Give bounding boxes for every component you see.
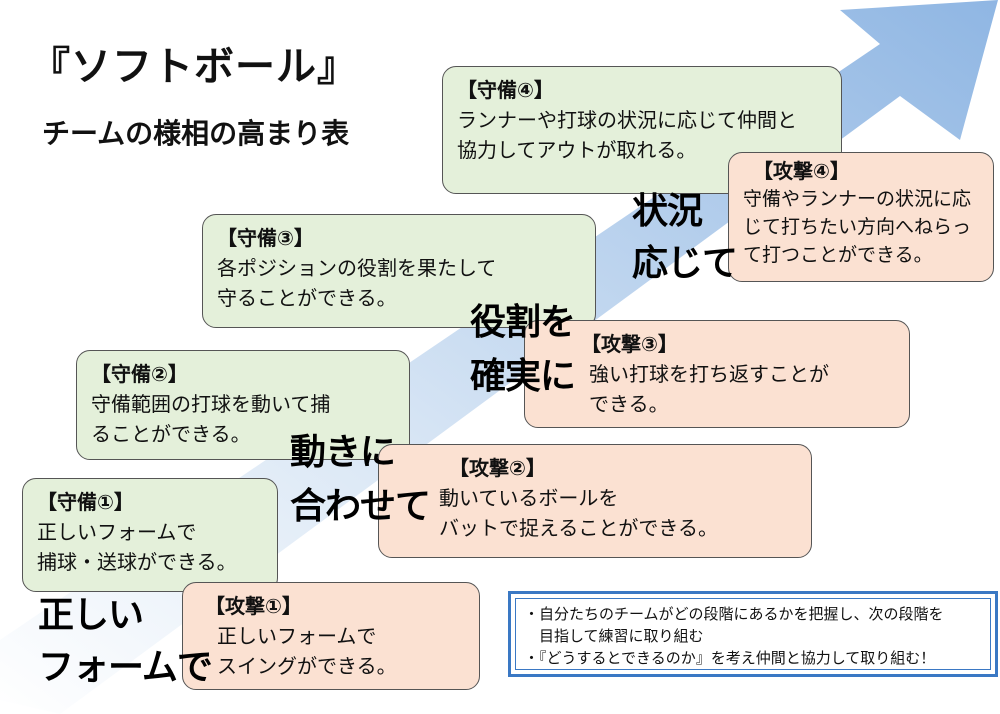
defense-4-heading: 【守備④】 [457, 78, 554, 102]
defense-3-heading: 【守備③】 [217, 226, 314, 250]
step-label-3: 役割を 確実に [470, 302, 576, 397]
note-line-1: ・自分たちのチームがどの段階にあるかを把握し、次の段階を 目指して練習に取り組む [524, 605, 944, 645]
attack-1-heading: 【攻撃①】 [205, 594, 302, 618]
page-title: 『ソフトボール』 [30, 44, 358, 90]
step-label-1: 正しい フォームで [38, 595, 213, 688]
attack-4-heading: 【攻撃④】 [753, 159, 850, 183]
step-label-4: 状況 応じて [632, 191, 738, 284]
attack-1-text: 正しいフォームで スイングができる。 [217, 624, 397, 678]
note-line-2: ・『どうするとできるのか』を考え仲間と協力して取り組む！ [524, 649, 936, 667]
defense-3-text: 各ポジションの役割を果たして 守ることができる。 [217, 256, 497, 310]
attack-3-heading: 【攻撃③】 [581, 332, 678, 356]
note-box: ・自分たちのチームがどの段階にあるかを把握し、次の段階を 目指して練習に取り組む… [508, 591, 998, 677]
attack-4-text: 守備やランナーの状況に応 じて打ちたい方向へねらっ て打つことができる。 [743, 188, 972, 266]
attack-2-heading: 【攻撃②】 [449, 456, 546, 480]
attack-2-text: 動いているボールを バットで捉えることができる。 [439, 486, 718, 540]
defense-2-heading: 【守備②】 [91, 362, 188, 386]
defense-box-1: 【守備①】 正しいフォームで 捕球・送球ができる。 [22, 478, 278, 592]
step-label-2: 動きに 合わせて [290, 432, 431, 527]
defense-box-3: 【守備③】 各ポジションの役割を果たして 守ることができる。 [202, 214, 596, 328]
attack-box-4: 【攻撃④】 守備やランナーの状況に応 じて打ちたい方向へねらっ て打つことができ… [728, 152, 994, 282]
defense-1-text: 正しいフォームで 捕球・送球ができる。 [37, 520, 237, 574]
page-subtitle: チームの様相の高まり表 [42, 117, 350, 150]
defense-2-text: 守備範囲の打球を動いて捕 ることができる。 [91, 392, 331, 446]
defense-box-2: 【守備②】 守備範囲の打球を動いて捕 ることができる。 [76, 350, 410, 460]
attack-3-text: 強い打球を打ち返すことが できる。 [589, 362, 829, 416]
defense-1-heading: 【守備①】 [37, 490, 134, 514]
attack-box-2: 【攻撃②】 動いているボールを バットで捉えることができる。 [378, 444, 812, 558]
attack-box-3: 【攻撃③】 強い打球を打ち返すことが できる。 [524, 320, 910, 428]
attack-box-1: 【攻撃①】 正しいフォームで スイングができる。 [182, 582, 480, 690]
defense-4-text: ランナーや打球の状況に応じて仲間と 協力してアウトが取れる。 [457, 108, 797, 162]
note-inner: ・自分たちのチームがどの段階にあるかを把握し、次の段階を 目指して練習に取り組む… [515, 598, 991, 670]
